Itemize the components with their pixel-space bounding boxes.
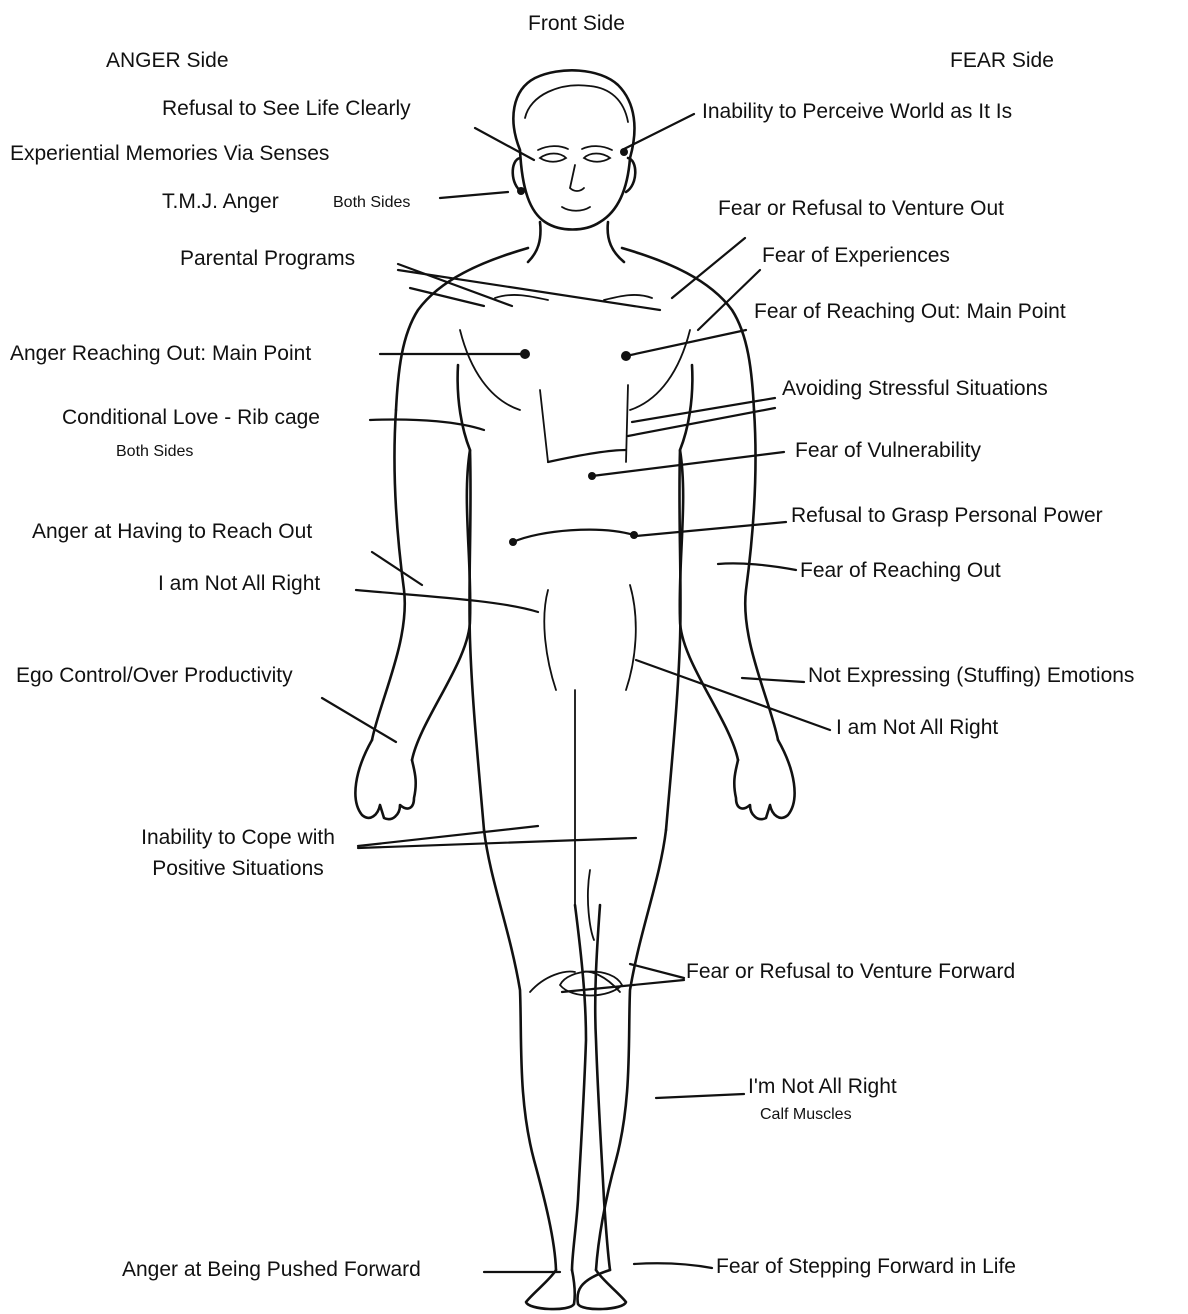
label-tmj-anger: T.M.J. Anger [162,190,279,214]
label-conditional-love: Conditional Love - Rib cage [62,406,320,430]
label-not-all-right-right: I am Not All Right [836,716,998,740]
label-inability-cope: Inability to Cope with Positive Situatio… [118,826,358,881]
leader-rib-line [548,450,626,462]
torso-left-side [469,450,484,830]
leader-grasp-power [636,522,786,536]
left-hand [355,740,415,819]
label-avoiding-stressful: Avoiding Stressful Situations [782,377,1048,401]
point-solar-left [509,538,517,546]
right-brow [582,146,612,150]
left-arm-outer [372,410,405,740]
label-fear-experiences: Fear of Experiences [762,244,950,268]
label-refusal-see-life: Refusal to See Life Clearly [162,97,411,121]
label-inability-cope-line1: Inability to Cope with [118,826,358,850]
leader-stepping-forward [634,1263,712,1268]
leader-conditional-love [370,419,484,430]
label-anger-pushed-forward: Anger at Being Pushed Forward [122,1258,421,1282]
label-fear-reaching-out-main: Fear of Reaching Out: Main Point [754,300,1066,324]
right-arm-outer [745,410,778,740]
left-leg-inner [572,905,586,1270]
label-not-all-right-left: I am Not All Right [158,572,320,596]
neck-right [608,222,624,262]
label-fear-stepping-forward: Fear of Stepping Forward in Life [716,1255,1016,1279]
leader-not-all-right-right [636,660,830,730]
label-inability-cope-line2: Positive Situations [118,857,358,881]
leader-avoiding-2 [628,408,775,436]
left-leg-outer [484,830,556,1270]
left-foot [526,1270,575,1309]
chest-right [630,330,690,410]
right-hand [734,740,794,819]
label-experiential-memories: Experiential Memories Via Senses [10,142,329,166]
inner-thigh-lines [588,870,594,940]
head-outline [513,70,634,229]
left-brow [538,146,568,150]
point-vulnerability [588,472,596,480]
label-inability-perceive-world: Inability to Perceive World as It Is [702,100,1012,124]
heading-front-side: Front Side [528,12,625,36]
right-foot [577,1270,626,1309]
point-anger-main [520,349,530,359]
leader-ego-control [322,698,396,742]
leader-tmj [440,192,508,198]
label-conditional-love-both-sides: Both Sides [116,443,193,461]
label-ego-control: Ego Control/Over Productivity [16,664,293,688]
leader-venture-forward-1 [630,964,684,978]
abdomen-left-line [540,390,548,462]
label-not-expressing: Not Expressing (Stuffing) Emotions [808,664,1134,688]
left-eye [540,154,566,162]
leader-venture-forward-2 [562,980,684,992]
point-tmj [517,187,525,195]
leader-not-expressing [742,678,804,682]
heading-fear-side: FEAR Side [950,49,1054,73]
point-fear-main [621,351,631,361]
chest-left [460,330,520,410]
label-anger-having-reach-out: Anger at Having to Reach Out [32,520,312,544]
label-fear-vulnerability: Fear of Vulnerability [795,439,981,463]
label-fear-reaching-out: Fear of Reaching Out [800,559,1001,583]
left-knee [530,972,575,992]
leader-solar-plexus [513,530,634,542]
label-anger-reaching-out-main: Anger Reaching Out: Main Point [10,342,311,366]
leader-refusal-see-life [475,128,534,160]
mouth [562,207,590,211]
leader-anger-having [372,552,422,585]
right-leg-outer [596,830,666,1270]
leader-fear-main [626,330,746,356]
point-perceive [620,148,628,156]
label-refusal-grasp-power: Refusal to Grasp Personal Power [791,504,1103,528]
pelvis-left [544,590,556,690]
label-parental-programs: Parental Programs [180,247,355,271]
label-im-not-all-right: I'm Not All Right [748,1075,897,1099]
leader-fear-reaching-out [718,563,796,570]
nose [570,165,584,191]
pelvis-right [626,585,636,690]
right-shoulder [622,248,754,410]
heading-anger-side: ANGER Side [106,49,229,73]
hair-outline [525,85,628,122]
label-fear-refusal-venture-out: Fear or Refusal to Venture Out [718,197,1004,221]
torso-right-side [666,450,681,830]
leader-calf [656,1094,744,1098]
label-tmj-both-sides: Both Sides [333,194,410,212]
neck-left [528,222,541,262]
leader-inability-cope-2 [358,838,636,848]
label-calf-muscles: Calf Muscles [760,1106,852,1124]
collar-left [495,295,548,300]
collar-right [604,295,652,300]
label-fear-refusal-venture-forward: Fear or Refusal to Venture Forward [686,960,1015,984]
leader-not-all-right-left [356,590,538,612]
right-eye [584,154,610,162]
leader-experiences [698,270,760,330]
leader-venture-out [672,238,745,298]
